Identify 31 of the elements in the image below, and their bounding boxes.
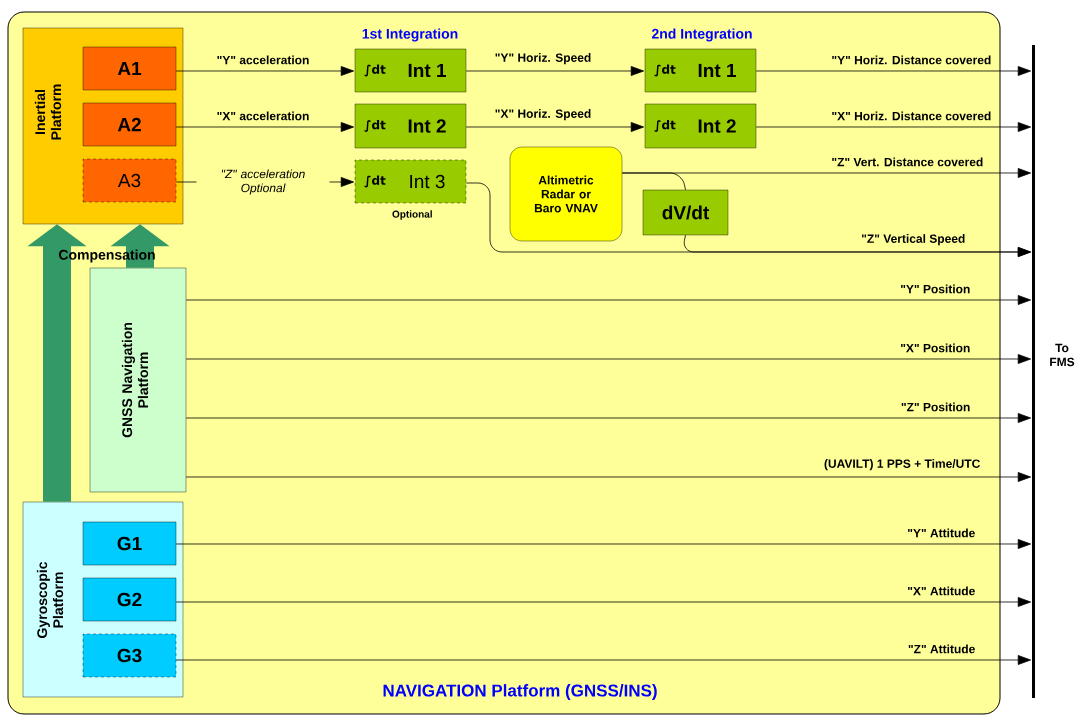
side-note: Optional: [392, 210, 432, 220]
sensor-box: A3: [82, 158, 177, 203]
sensor-box: G3: [82, 633, 177, 678]
arrow: [185, 295, 1031, 305]
sensor-box: A2: [82, 102, 177, 147]
integrator-box: ∫dt Int 1: [644, 48, 757, 93]
arrow: [755, 66, 1031, 76]
sensor-box: Altimetric Radar or Baro VNAV: [509, 146, 623, 242]
arrow: [185, 354, 1031, 364]
arrow: [465, 122, 644, 132]
integrator-box: ∫dt Int 1: [354, 48, 467, 93]
arrow: [185, 413, 1031, 423]
arrow: [185, 472, 1031, 482]
arrow: [465, 66, 644, 76]
integrator-box: ∫dt Int 2: [354, 103, 467, 149]
arrow: [683, 234, 1031, 257]
sensor-box: A1: [82, 46, 177, 91]
arrow: [755, 122, 1031, 132]
arrow: [175, 597, 1031, 607]
sensor-box: G1: [82, 521, 177, 566]
integrator-box: ∫dt Int 2: [644, 103, 757, 149]
sensor-box: G2: [82, 577, 177, 622]
arrow: [175, 655, 1031, 665]
arrow: [175, 539, 1031, 549]
integrator-box: ∫dt Int 3: [354, 159, 467, 204]
edge-label: "Z" acceleration Optional: [196, 167, 330, 197]
arrow: [175, 122, 354, 132]
arrow: [175, 66, 354, 76]
side-note: To FMS: [1050, 343, 1075, 367]
derivative-box: dV/dt: [642, 189, 729, 236]
platform-box: GNSS Navigation Platform: [89, 267, 187, 493]
